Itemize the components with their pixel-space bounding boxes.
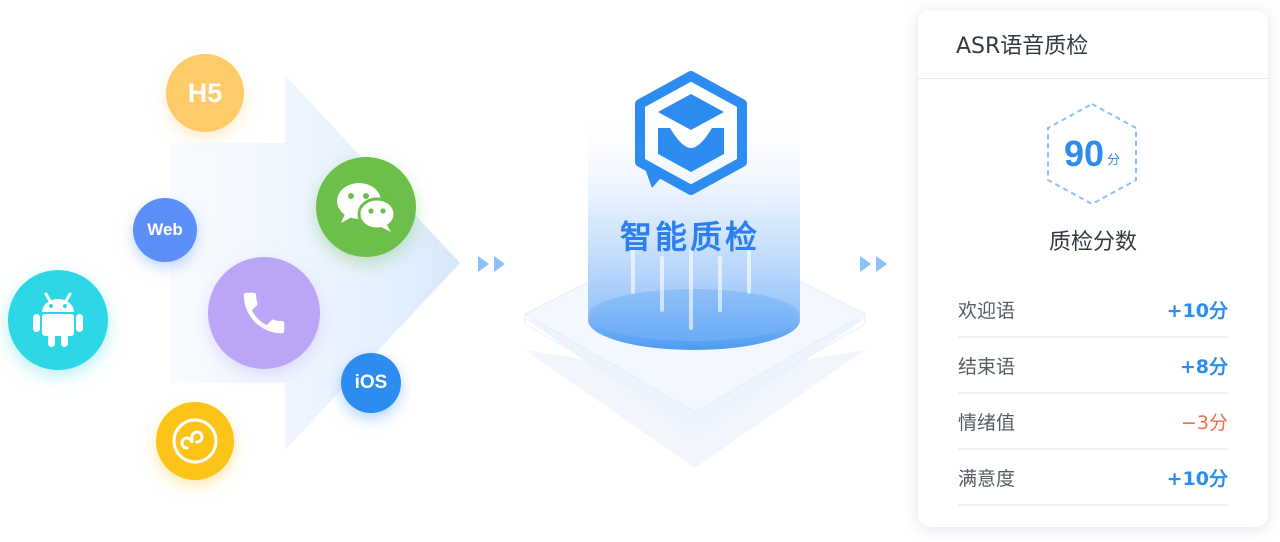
- score-label: 质检分数: [1048, 230, 1137, 255]
- flow-arrow: [170, 75, 460, 450]
- center-title: 智能质检: [619, 218, 760, 256]
- flow-chevron-icon: [860, 256, 887, 272]
- list-item: 满意度 +10分: [958, 450, 1228, 506]
- qa-platform: [523, 71, 867, 468]
- item-value: +8分: [1179, 355, 1228, 378]
- wechat-icon: [337, 183, 397, 232]
- score-value-wrap: 90 分: [1036, 98, 1148, 210]
- item-label: 结束语: [958, 355, 1016, 378]
- android-icon: [33, 292, 83, 347]
- mini-program-badge: [156, 402, 234, 480]
- mini-program-icon: [172, 418, 218, 464]
- item-label: 欢迎语: [958, 299, 1016, 322]
- wechat-badge: [316, 157, 416, 257]
- asr-result-card: ASR语音质检 90 分 质检分数 欢迎语 +10分 结束语 +8分 情绪值 −…: [918, 10, 1268, 527]
- ios-badge: iOS: [341, 353, 401, 413]
- web-label: Web: [147, 220, 183, 239]
- h5-badge: H5: [166, 54, 244, 132]
- cube-chat-logo-icon: [635, 71, 747, 195]
- item-value: +10分: [1166, 299, 1228, 322]
- hexagon-badge-icon: [1047, 102, 1137, 206]
- item-value: −3分: [1180, 411, 1228, 434]
- score-unit: 分: [1107, 151, 1121, 167]
- list-item: 结束语 +8分: [958, 338, 1228, 394]
- item-label: 情绪值: [958, 411, 1016, 434]
- flow-chevron-icon: [478, 256, 505, 272]
- web-badge: Web: [133, 198, 197, 262]
- phone-icon: [243, 292, 285, 334]
- score-badge: 90 分: [1036, 98, 1148, 210]
- list-item: 情绪值 −3分: [958, 394, 1228, 450]
- item-label: 满意度: [958, 467, 1016, 490]
- list-item: 欢迎语 +10分: [958, 282, 1228, 338]
- card-title: ASR语音质检: [918, 10, 1268, 79]
- score-value: 90: [1063, 133, 1105, 174]
- item-value: +10分: [1166, 467, 1228, 490]
- phone-badge: [208, 257, 320, 369]
- android-badge: [8, 270, 108, 370]
- ios-label: iOS: [354, 372, 388, 393]
- score-breakdown: 欢迎语 +10分 结束语 +8分 情绪值 −3分 满意度 +10分: [958, 282, 1228, 506]
- h5-label: H5: [187, 77, 223, 108]
